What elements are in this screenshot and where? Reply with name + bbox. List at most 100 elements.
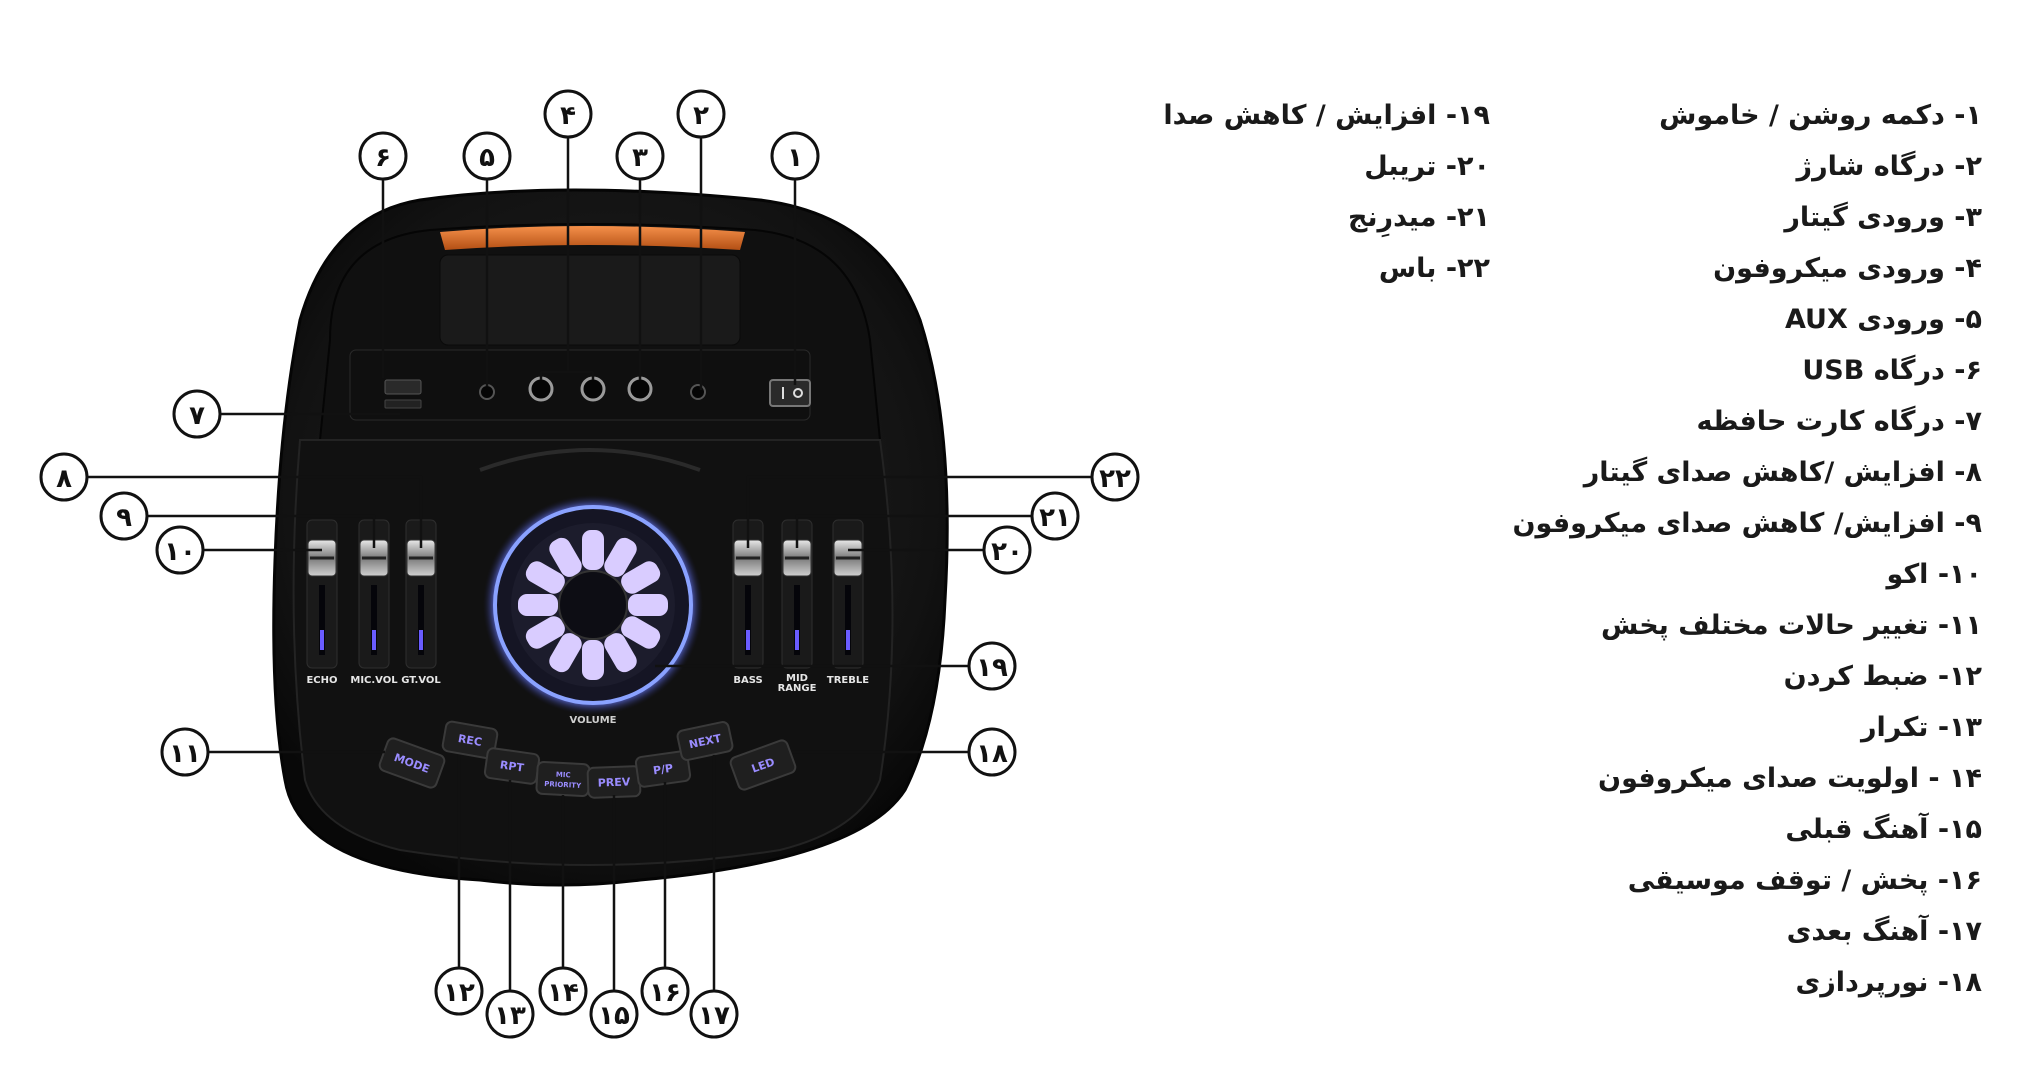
volume-led-petal (604, 537, 637, 577)
callout-number: ۱۹ (976, 653, 1008, 683)
callout-number: ۱۳ (494, 1001, 526, 1031)
legend-item: ۲۲- باس (1378, 253, 1490, 284)
mic1-input-icon[interactable] (528, 376, 554, 402)
mode-button[interactable]: MODE (378, 737, 446, 789)
volume-led-segment (549, 537, 582, 577)
callout-number: ۲۱ (1039, 503, 1071, 533)
callout-11: ۱۱ (160, 727, 385, 777)
button-cap (535, 760, 591, 798)
power-switch-icon[interactable] (769, 379, 811, 407)
slider-led (795, 630, 799, 650)
callout-badge (1090, 452, 1140, 502)
slider-track (745, 585, 751, 655)
volume-led-petal (549, 633, 582, 673)
volume-led-petal (628, 594, 668, 616)
callout-number: ۱۸ (976, 739, 1008, 769)
play-pause-button[interactable]: P/P (634, 750, 692, 788)
callout-badge (538, 966, 588, 1016)
volume-led-petal (525, 616, 565, 649)
callout-badge (543, 89, 593, 139)
volume-led-segment (525, 561, 565, 594)
callout-leader (795, 514, 1033, 548)
bass-slider[interactable] (732, 519, 764, 669)
callout-badge (39, 452, 89, 502)
slider-track (794, 585, 800, 655)
callout-10: ۱۰ (155, 525, 322, 575)
legend-item: ۱۹- افزایش / کاهش صدا (1163, 100, 1490, 131)
legend-item: ۲۰- تریبل (1364, 151, 1490, 182)
midrange-slider[interactable] (781, 519, 813, 669)
legend-item: ۱۳- تکرار (1860, 712, 1982, 743)
callout-badge (967, 727, 1017, 777)
callout-number: ۱ (787, 143, 803, 173)
slider-label: MIC.VOL (350, 675, 398, 686)
volume-label: VOLUME (570, 715, 617, 726)
aux-input-icon[interactable] (479, 384, 495, 400)
callout-badge (689, 989, 739, 1039)
legend-item: ۳- ورودی گیتار (1784, 202, 1982, 233)
callout-number: ۱۵ (598, 1001, 630, 1031)
mic-vol-slider[interactable] (358, 519, 390, 669)
legend-item: ۲۱- میدرِنج (1347, 202, 1490, 233)
callout-badge (155, 525, 205, 575)
legend-item: ۸- افزایش /کاهش صدای گیتار (1583, 457, 1982, 488)
next-button[interactable]: NEXT (676, 721, 734, 761)
button-cap (729, 739, 797, 791)
callout-leader (86, 475, 423, 548)
callout-badge (967, 641, 1017, 691)
callout-5: ۵ (462, 131, 512, 386)
slider-track (418, 585, 424, 655)
prev-button[interactable]: PREV (586, 765, 642, 799)
callout-13: ۱۳ (485, 780, 535, 1039)
rpt-button[interactable]: RPT (483, 747, 541, 785)
volume-led-segment (628, 594, 668, 616)
treble-slider[interactable] (832, 519, 864, 669)
slider-led (846, 630, 850, 650)
callout-badge (358, 131, 408, 181)
button-cap (441, 720, 499, 760)
callout-badge (589, 989, 639, 1039)
callout-22: ۲۲ (746, 452, 1140, 548)
usb-port-icon[interactable] (384, 379, 422, 395)
slider-led (320, 630, 324, 650)
callout-12: ۱۲ (434, 755, 484, 1016)
rec-button[interactable]: REC (441, 720, 499, 760)
slider-led (419, 630, 423, 650)
handle-recess (439, 254, 741, 346)
legend-item: ۴- ورودی میکروفون (1713, 253, 1982, 284)
callout-badge (615, 131, 665, 181)
memory-card-icon[interactable] (384, 399, 422, 409)
volume-hub (558, 570, 628, 640)
callout-7: ۷ (172, 389, 400, 439)
callout-badge (676, 89, 726, 139)
volume-led-segment (621, 561, 661, 594)
volume-wheel[interactable] (483, 495, 703, 715)
button-label: RPT (499, 758, 525, 774)
echo-slider[interactable] (306, 519, 338, 669)
legend-item: ۱- دکمه روشن / خاموش (1659, 100, 1982, 131)
callout-number: ۹ (116, 503, 132, 533)
callout-number: ۲ (693, 101, 709, 131)
callout-leader (746, 475, 1093, 548)
button-label: PREV (598, 775, 631, 789)
gt-vol-slider[interactable] (405, 519, 437, 669)
slider-led (746, 630, 750, 650)
charge-port-icon[interactable] (690, 384, 706, 400)
guitar-input-icon[interactable] (627, 376, 653, 402)
slider-label: TREBLE (827, 675, 869, 686)
callout-number: ۲۰ (991, 537, 1023, 567)
mic2-input-icon[interactable] (580, 376, 606, 402)
led-button[interactable]: LED (729, 739, 797, 791)
callout-number: ۱۲ (443, 978, 475, 1008)
volume-led-segment (604, 537, 637, 577)
legend-item: ۱۷- آهنگ بعدی (1786, 916, 1982, 947)
legend-item: ۱۴ - اولویت صدای میکروفون (1598, 763, 1982, 794)
callout-number: ۳ (632, 143, 648, 173)
volume-led-petal (582, 530, 604, 570)
volume-led-segment (621, 616, 661, 649)
callout-18: ۱۸ (792, 727, 1017, 777)
